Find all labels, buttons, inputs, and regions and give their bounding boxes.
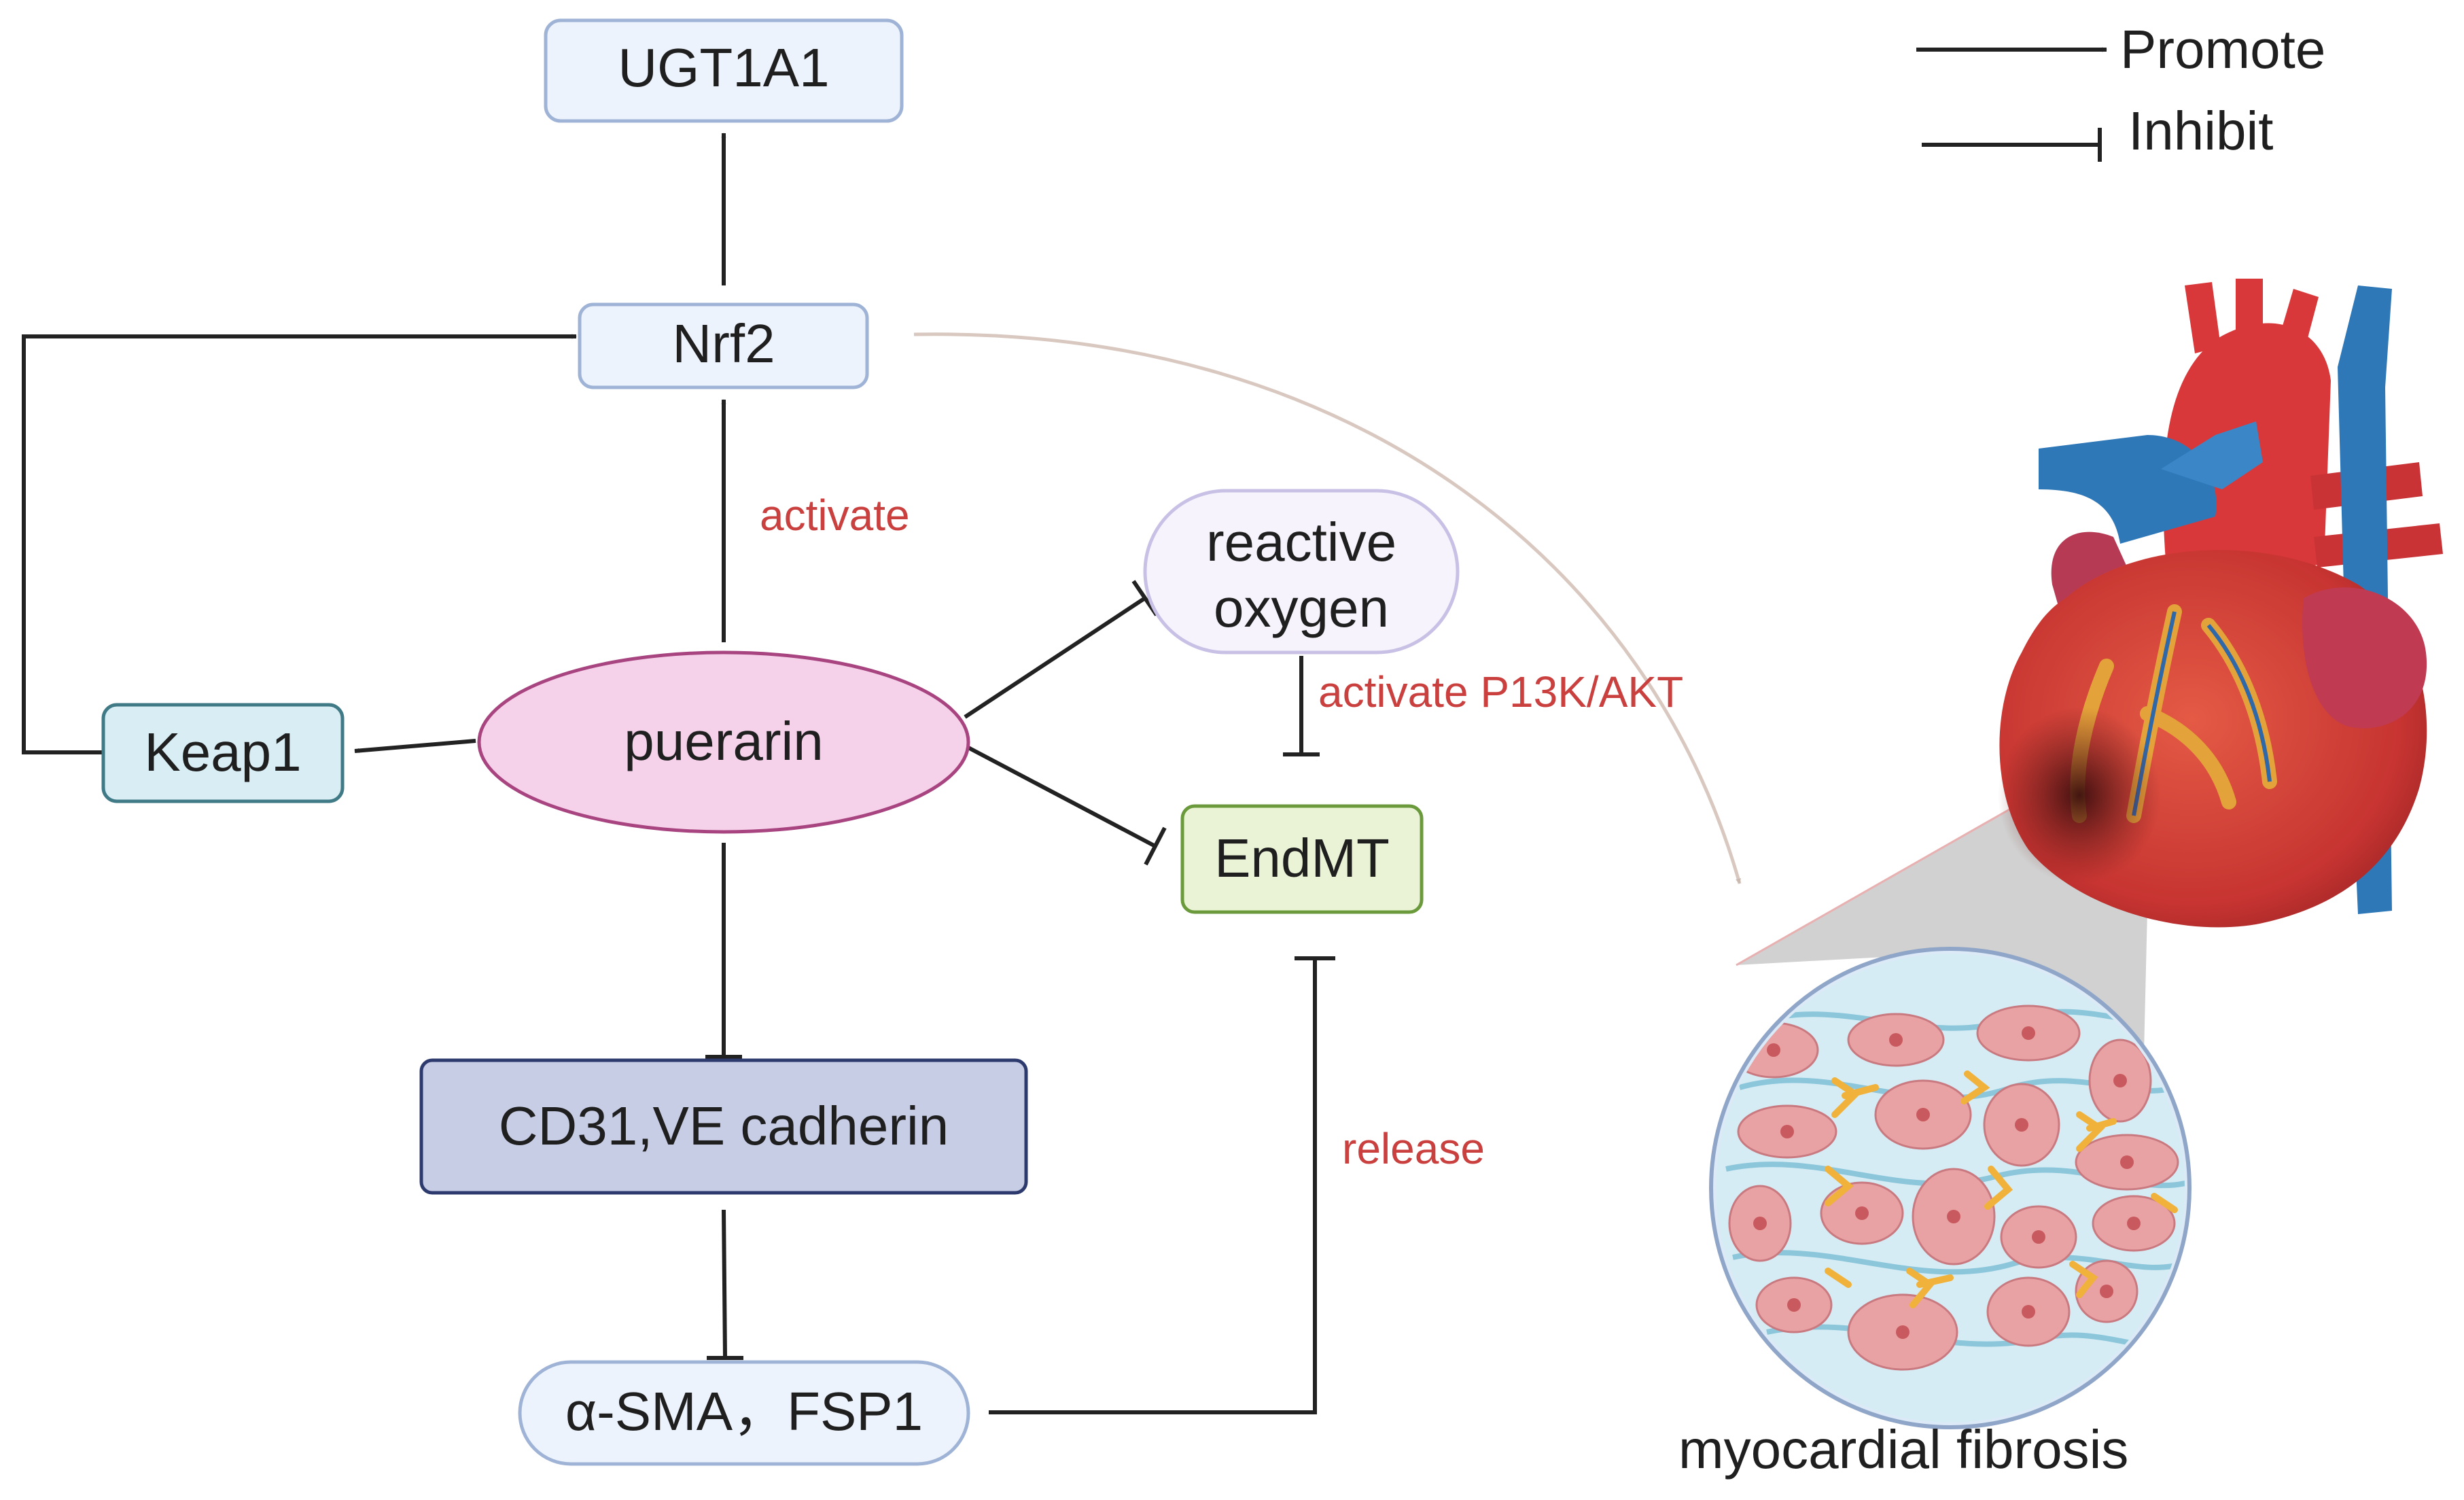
label-activate: activate [760, 491, 910, 540]
node-reactive-oxygen: reactive oxygen [1143, 489, 1460, 655]
legend: Promote Inhibit [1916, 19, 2325, 162]
node-ros-line1: reactive [1206, 512, 1396, 572]
label-release: release [1342, 1124, 1485, 1173]
edge-puerarin-inhibit-endmt [967, 746, 1167, 866]
zoom-wedge [1736, 799, 2147, 1196]
node-keap1: Keap1 [101, 703, 345, 803]
fibrotic-tissue-icon [1709, 947, 2192, 1429]
edge-keap1-nrf2 [22, 334, 577, 754]
edge-puerarin-keap1 [354, 739, 476, 753]
edge-puerarin-inhibit-cd31 [705, 843, 742, 1059]
edge-ros-inhibit-endmt [1283, 656, 1320, 756]
edge-puerarin-inhibit-ros [964, 580, 1159, 719]
node-keap1-label: Keap1 [144, 722, 301, 782]
node-puerarin: puerarin [477, 650, 970, 834]
node-ugt1a1-label: UGT1A1 [618, 37, 829, 98]
edge-asma-inhibit-endmt [989, 956, 1335, 1414]
node-endmt: EndMT [1180, 804, 1424, 914]
legend-inhibit: Inhibit [1922, 101, 2273, 162]
node-asma: α-SMA，FSP1 [518, 1360, 970, 1466]
node-endmt-label: EndMT [1214, 828, 1390, 888]
node-asma-label: α-SMA，FSP1 [565, 1381, 923, 1442]
legend-promote: Promote [1916, 19, 2325, 80]
heart-icon [1998, 279, 2443, 928]
edge-nrf2-fibrosis [913, 332, 1742, 884]
label-activate-pi3k: activate P13K/AKT [1318, 667, 1683, 716]
node-nrf2-label: Nrf2 [672, 313, 775, 374]
caption-myocardial-fibrosis: myocardial fibrosis [1678, 1419, 2128, 1480]
node-ros-line2: oxygen [1214, 578, 1389, 638]
node-ugt1a1: UGT1A1 [544, 18, 904, 123]
legend-promote-label: Promote [2120, 19, 2325, 80]
node-puerarin-label: puerarin [624, 711, 824, 771]
node-nrf2: Nrf2 [578, 302, 869, 389]
edge-cd31-inhibit-asma [707, 1209, 743, 1360]
node-cd31: CD31,VE cadherin [419, 1058, 1028, 1195]
node-cd31-label: CD31,VE cadherin [499, 1096, 949, 1156]
legend-inhibit-label: Inhibit [2128, 101, 2273, 161]
